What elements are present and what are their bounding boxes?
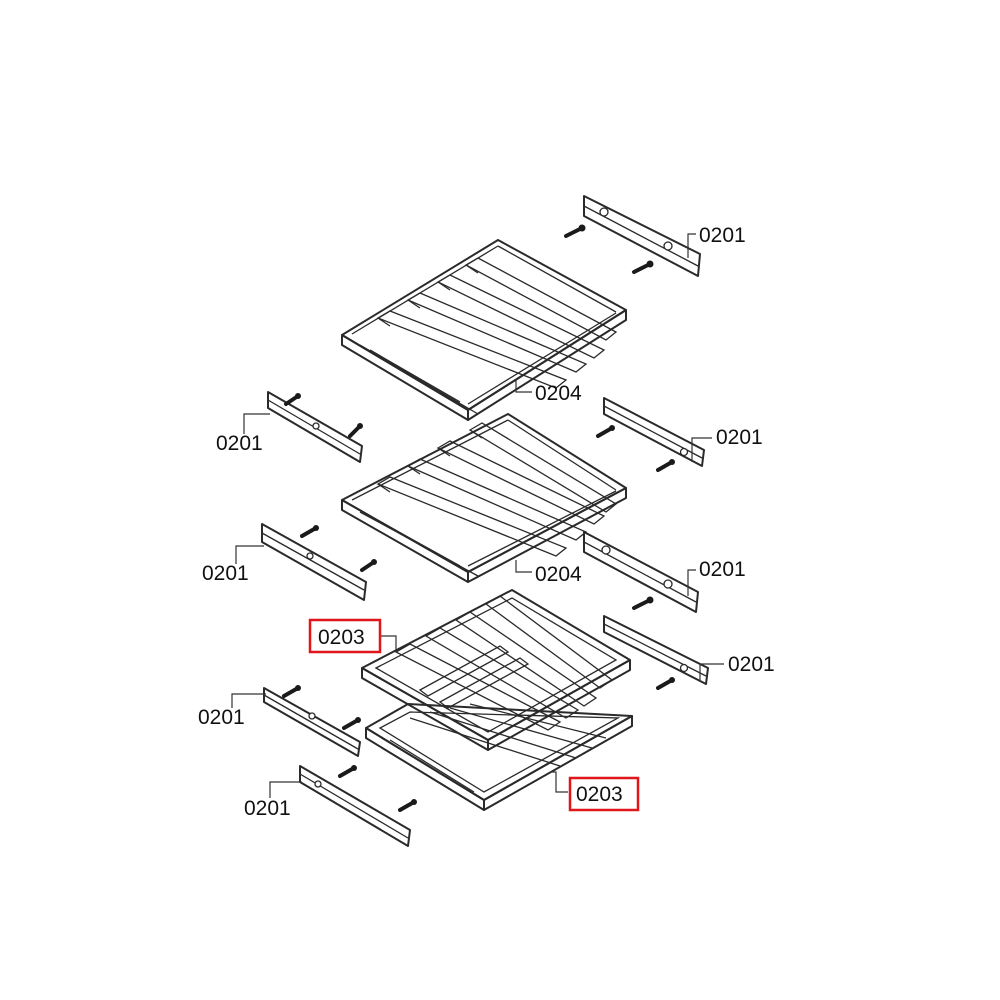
rail-mid-right-a <box>603 397 705 467</box>
screw-icon <box>564 224 586 238</box>
rail-low-right <box>603 615 709 685</box>
label-rail-low-left-b: 0201 <box>244 797 291 820</box>
rail-upper-left <box>267 391 363 463</box>
label-rail-mid-left: 0201 <box>202 562 249 585</box>
rail-low-left-b <box>299 765 411 847</box>
screw-icon <box>656 677 675 690</box>
shelf-0204-upper <box>341 239 627 421</box>
label-rail-upper-left: 0201 <box>216 432 263 455</box>
screw-icon <box>656 459 675 472</box>
shelf-0203-upper <box>361 589 631 751</box>
screw-icon <box>360 559 377 572</box>
highlight-box-0203-lower <box>568 776 640 812</box>
label-rail-mid-right-b: 0201 <box>699 558 746 581</box>
label-rail-low-left-a: 0201 <box>198 706 245 729</box>
label-rail-low-right: 0201 <box>728 653 775 676</box>
screw-icon <box>348 423 363 438</box>
rail-mid-right-b <box>583 531 699 613</box>
screw-icon <box>338 765 357 778</box>
label-rail-mid-right-a: 0201 <box>716 426 763 449</box>
label-shelf-upper: 0204 <box>535 382 582 405</box>
label-shelf-low-a: 0203 <box>318 626 365 649</box>
screw-icon <box>632 596 654 610</box>
screws <box>282 224 675 812</box>
screw-icon <box>398 799 417 812</box>
label-shelf-low-b: 0203 <box>576 783 623 806</box>
screw-icon <box>632 260 654 274</box>
shelf-0203-lower <box>365 703 633 811</box>
screw-icon <box>282 685 301 698</box>
rail-mid-left <box>261 523 367 601</box>
label-rail-top-right: 0201 <box>699 224 746 247</box>
highlight-box-0203-upper <box>308 618 382 654</box>
rail-top-right <box>583 195 701 277</box>
screw-icon <box>596 425 615 438</box>
screw-icon <box>300 525 319 538</box>
screw-icon <box>342 717 361 730</box>
rail-low-left-a <box>263 687 361 757</box>
screw-icon <box>284 393 301 406</box>
label-shelf-middle: 0204 <box>535 563 582 586</box>
leader-lines <box>231 233 724 798</box>
shelf-0204-middle <box>341 413 627 583</box>
